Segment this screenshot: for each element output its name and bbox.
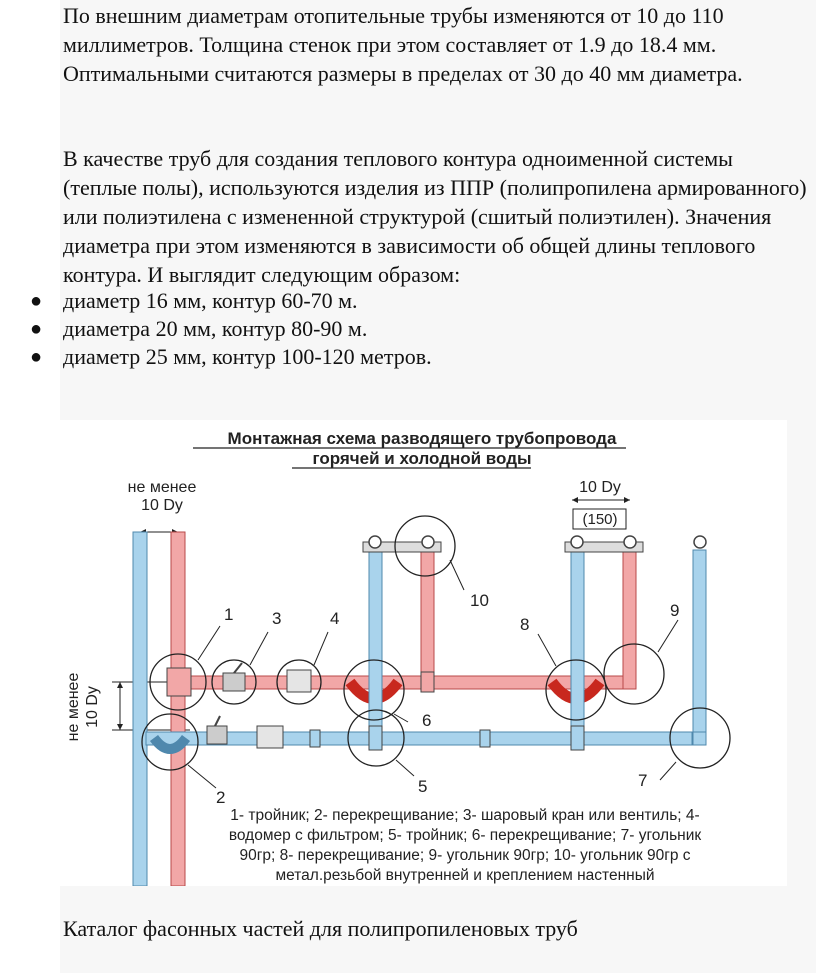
legend-line: 90гр; 8- перекрещивание; 9- угольник 90г…: [239, 847, 690, 864]
legend-line: водомер с фильтром; 5- тройник; 6- перек…: [229, 827, 702, 844]
paragraph-pipe-diameters: По внешним диаметрам отопительные трубы …: [63, 3, 743, 86]
list-item: ●диаметра 20 мм, контур 80-90 м.: [30, 316, 368, 341]
water-meter-icon: [286, 669, 312, 693]
cold-riser-end: [692, 549, 707, 746]
leader-line: [313, 631, 329, 666]
wall-mount-bracket: [564, 541, 644, 553]
arrow-icon: [117, 682, 123, 688]
leader-line: [537, 633, 557, 667]
valve-icon: [222, 672, 246, 692]
leader-line: [187, 764, 217, 789]
arrow-icon: [624, 497, 630, 503]
leader-line: [659, 761, 677, 781]
callout-circle: [149, 653, 207, 711]
leader-line: [449, 559, 465, 591]
callout-1: 1: [224, 605, 233, 624]
arrow-icon: [572, 497, 578, 503]
catalog-caption: Каталог фасонных частей для полипропилен…: [63, 916, 578, 941]
bullet-icon: ●: [30, 346, 43, 368]
tee-fitting: [420, 671, 435, 693]
callout-circle: [343, 659, 405, 721]
callout-circle: [545, 659, 607, 721]
installation-diagram: Монтажная схема разводящего трубопровода…: [60, 420, 787, 887]
callout-6: 6: [422, 711, 431, 730]
callout-circle: [603, 643, 665, 705]
fitting-icon: [623, 535, 637, 549]
tee-fitting: [570, 725, 585, 751]
coupling-fitting: [309, 729, 321, 748]
bullet-icon: ●: [30, 318, 43, 340]
callout-9: 9: [670, 601, 679, 620]
leader-line: [393, 713, 409, 723]
diagram-title-line2: горячей и холодной воды: [312, 449, 531, 468]
cold-elbow-7: [679, 720, 707, 733]
dim-right-label: 10 Dy: [579, 479, 621, 496]
cold-riser-branch: [570, 549, 585, 746]
callout-5: 5: [418, 777, 427, 796]
fitting-icon: [368, 535, 382, 549]
dimension-box: [572, 508, 627, 530]
leader-line: [657, 619, 679, 653]
fitting-icon: [570, 535, 584, 549]
diagram-title-line1: Монтажная схема разводящего трубопровода: [228, 429, 617, 448]
bullet-icon: ●: [30, 290, 43, 312]
callout-circle: [211, 659, 257, 705]
cold-crossing: [149, 734, 191, 754]
dim-left-value: 10 Dy: [141, 497, 183, 514]
cold-riser: [132, 531, 148, 887]
valve-handle: [214, 715, 221, 727]
legend-line: 1- тройник; 2- перекрещивание; 3- шаровы…: [230, 807, 699, 824]
paragraph-floor-heating: В качестве труб для создания теплового к…: [63, 146, 807, 287]
tee-fitting: [166, 667, 192, 697]
coupling-fitting: [479, 729, 491, 748]
leader-line: [197, 625, 221, 661]
legend-line: метал.резьбой внутренней и креплением на…: [275, 867, 654, 884]
arrow-icon: [117, 724, 123, 730]
callout-circle: [669, 707, 731, 769]
callout-circle: [276, 659, 322, 705]
callout-10: 10: [470, 591, 489, 610]
dim-vertical-label: не менее: [65, 673, 82, 742]
valve-icon: [206, 725, 228, 745]
dim-left-label: не менее: [128, 479, 197, 496]
water-meter-icon: [256, 725, 284, 749]
fitting-icon: [421, 535, 435, 549]
hot-riser-branch: [622, 549, 637, 690]
leader-line: [395, 759, 415, 777]
cold-main-pipe: [145, 731, 693, 746]
dim-vertical-value: 10 Dy: [84, 686, 101, 728]
wall-mount-bracket: [362, 541, 442, 553]
callout-circle: [394, 515, 456, 577]
diameter-list: ●диаметр 16 мм, контур 60-70 м. ●диаметр…: [0, 287, 432, 371]
callout-3: 3: [272, 609, 281, 628]
callout-circle: [347, 709, 405, 767]
callout-2: 2: [216, 788, 225, 807]
dim-right-value: (150): [582, 511, 617, 528]
tee-fitting: [368, 725, 383, 751]
fitting-icon: [693, 535, 707, 549]
callout-7: 7: [638, 771, 647, 790]
callout-4: 4: [330, 609, 339, 628]
valve-handle: [233, 662, 243, 674]
list-item: ●диаметр 25 мм, контур 100-120 метров.: [30, 344, 432, 369]
leader-line: [249, 631, 269, 666]
installation-diagram-svg: Монтажная схема разводящего трубопровода…: [65, 429, 731, 887]
callout-8: 8: [520, 615, 529, 634]
hot-riser-branch: [420, 549, 435, 690]
list-item: ●диаметр 16 мм, контур 60-70 м.: [30, 288, 358, 313]
cold-riser-branch: [368, 549, 383, 746]
callout-circle: [141, 713, 199, 771]
